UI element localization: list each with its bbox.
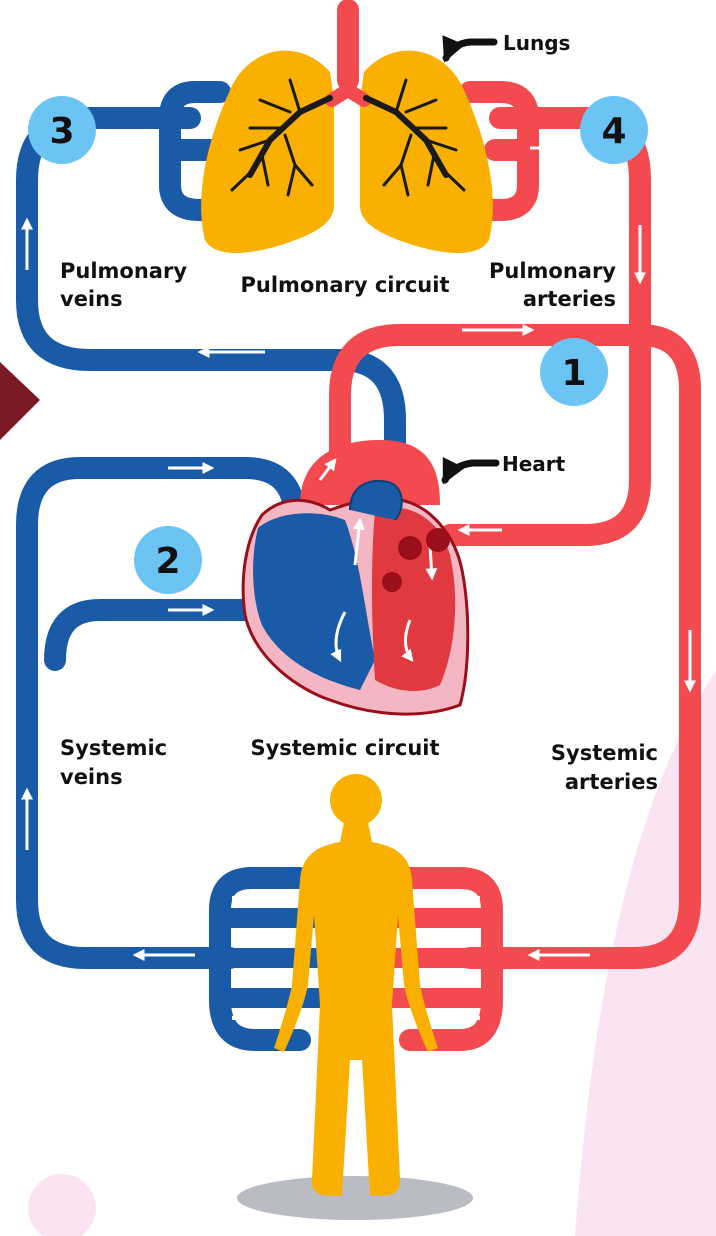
marker-3: 3 xyxy=(28,96,96,164)
decor-pink-circle xyxy=(28,1174,96,1236)
label-lungs: Lungs xyxy=(503,31,570,55)
lungs-pointer xyxy=(446,42,494,58)
label-systemic-veins-1: Systemic xyxy=(60,736,167,760)
label-systemic-veins-2: veins xyxy=(60,765,123,789)
right-lung xyxy=(360,51,493,253)
label-systemic-arteries-1: Systemic xyxy=(551,741,658,765)
marker-2-label: 2 xyxy=(155,541,180,582)
body-head xyxy=(330,774,382,826)
marker-2: 2 xyxy=(134,526,202,594)
label-systemic-circuit: Systemic circuit xyxy=(250,736,439,760)
marker-4: 4 xyxy=(580,96,648,164)
decor-maroon-triangle xyxy=(0,362,40,440)
label-pulmonary-veins-2: veins xyxy=(60,287,123,311)
label-pulmonary-arteries-2: arteries xyxy=(523,287,616,311)
marker-1: 1 xyxy=(540,338,608,406)
label-pulmonary-veins-1: Pulmonary xyxy=(60,259,187,283)
systemic-veins-inner xyxy=(55,610,248,660)
blue-capillary-rungs xyxy=(220,918,330,998)
heart-pointer xyxy=(445,463,496,480)
label-pulmonary-circuit: Pulmonary circuit xyxy=(241,273,450,297)
marker-1-label: 1 xyxy=(561,353,586,394)
body-shadow xyxy=(237,1176,473,1220)
label-pulmonary-arteries-1: Pulmonary xyxy=(489,259,616,283)
lungs xyxy=(201,51,493,253)
marker-4-label: 4 xyxy=(601,111,626,152)
marker-3-label: 3 xyxy=(49,111,74,152)
label-systemic-arteries-2: arteries xyxy=(565,770,658,794)
trachea-split xyxy=(332,70,364,100)
label-heart: Heart xyxy=(502,452,566,476)
left-lung xyxy=(201,51,334,253)
